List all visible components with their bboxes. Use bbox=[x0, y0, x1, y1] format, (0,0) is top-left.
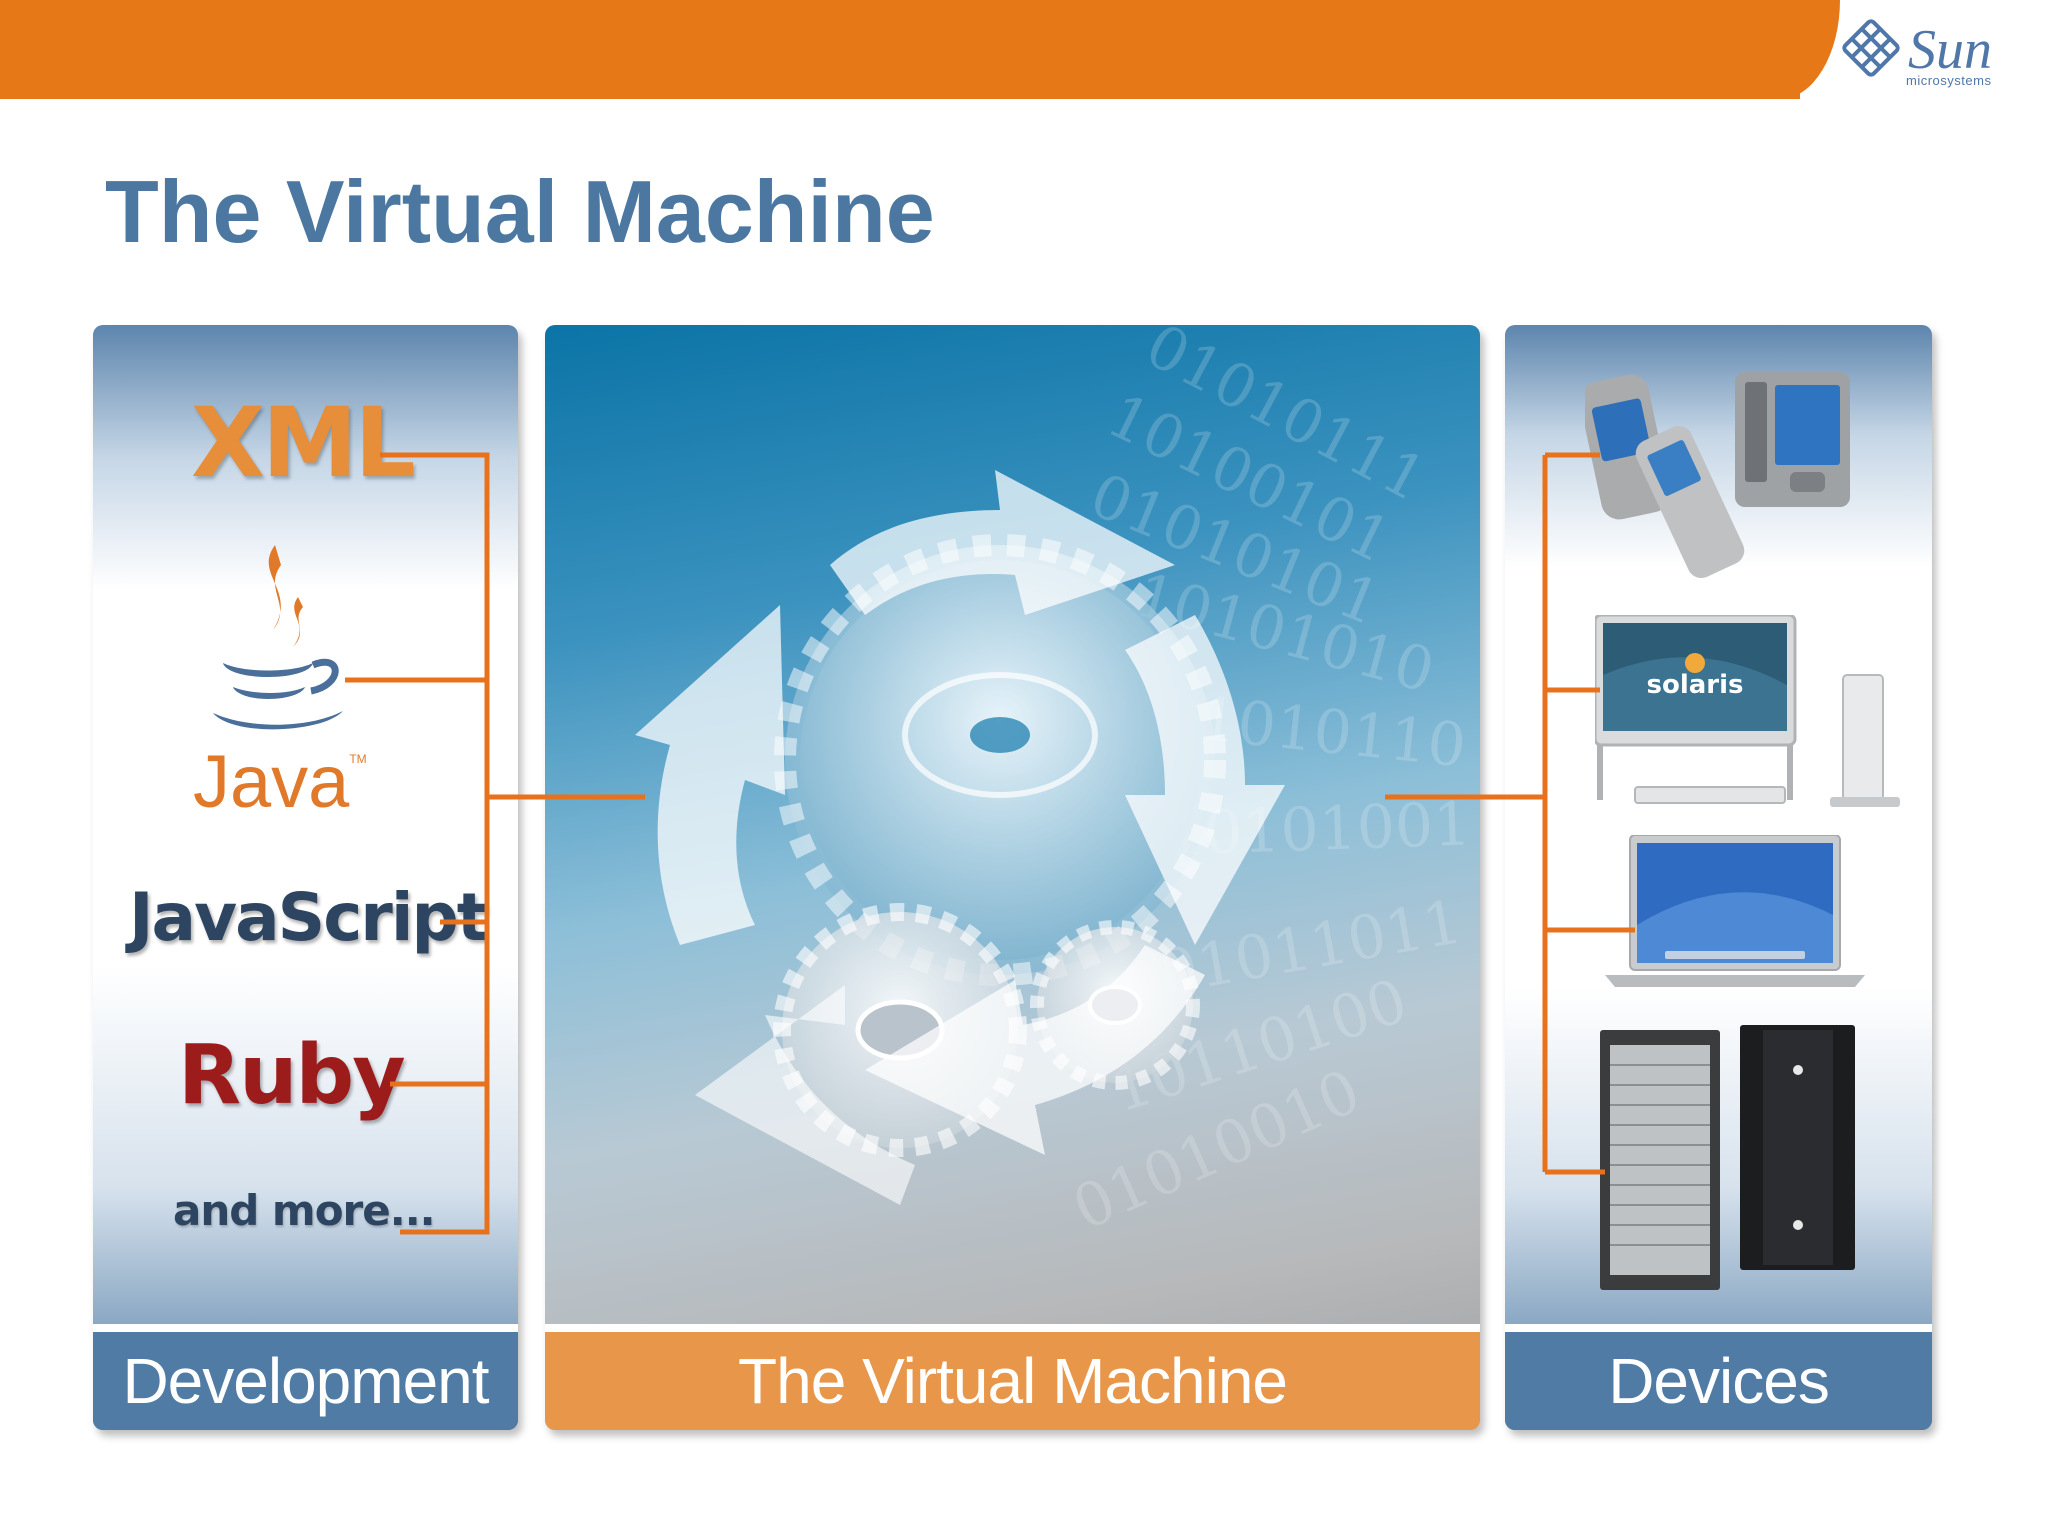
xml-label: XML bbox=[191, 387, 416, 499]
devices-footer: Devices bbox=[1505, 1324, 1932, 1430]
logo-wordmark: Sun bbox=[1908, 19, 1992, 81]
server-rack-icon bbox=[1600, 1030, 1720, 1290]
arrow-bottom-icon bbox=[865, 945, 1205, 1155]
keyboard-icon bbox=[1634, 786, 1786, 804]
slide-title: The Virtual Machine bbox=[105, 162, 935, 261]
server-tower-icon bbox=[1740, 1025, 1855, 1270]
sun-logo: Sun microsystems bbox=[1838, 18, 2008, 98]
pda-phone-icon bbox=[1585, 374, 1671, 520]
arrow-right-icon bbox=[1125, 615, 1285, 945]
virtual-machine-footer: The Virtual Machine bbox=[545, 1324, 1480, 1430]
arrow-top-icon bbox=[830, 470, 1175, 615]
devices-panel: solaris bbox=[1505, 325, 1932, 1430]
monitor-icon: solaris bbox=[1595, 615, 1797, 800]
java-cup-icon bbox=[213, 545, 343, 730]
dock-icon bbox=[1665, 951, 1805, 959]
javascript-label: JavaScript bbox=[129, 879, 488, 956]
smartphone-icon bbox=[1735, 372, 1850, 507]
ruby-label: Ruby bbox=[178, 1028, 406, 1123]
arrow-lower-left-icon bbox=[695, 985, 915, 1205]
header-bar-curve bbox=[1780, 0, 1840, 99]
phones-image bbox=[1585, 372, 1850, 579]
servers-image bbox=[1600, 1025, 1855, 1290]
and-more-label: and more... bbox=[173, 1186, 436, 1235]
logo-subtitle: microsystems bbox=[1906, 73, 1992, 88]
virtual-machine-panel: 01010111 10100101 01010101 10101010 0101… bbox=[545, 325, 1480, 1430]
sun-logo-icon bbox=[1842, 19, 1900, 77]
gears-and-arrows-graphic bbox=[635, 470, 1285, 1205]
flip-phone-icon bbox=[1635, 425, 1745, 579]
solaris-label: solaris bbox=[1646, 670, 1743, 700]
java-text: Java bbox=[193, 740, 350, 823]
laptop-image bbox=[1605, 835, 1865, 987]
desktop-image: solaris bbox=[1595, 615, 1900, 807]
cycle-arrows bbox=[635, 470, 1285, 1205]
workstation-icon bbox=[1830, 674, 1900, 807]
development-panel: XML JavaTM JavaScript Ruby and more... D… bbox=[93, 325, 518, 1430]
java-label: JavaTM bbox=[193, 745, 367, 819]
header-bar bbox=[0, 0, 1800, 99]
arrow-left-icon bbox=[635, 605, 785, 945]
large-gear-icon bbox=[774, 534, 1226, 986]
development-footer: Development bbox=[93, 1324, 518, 1430]
java-trademark: TM bbox=[349, 752, 367, 766]
